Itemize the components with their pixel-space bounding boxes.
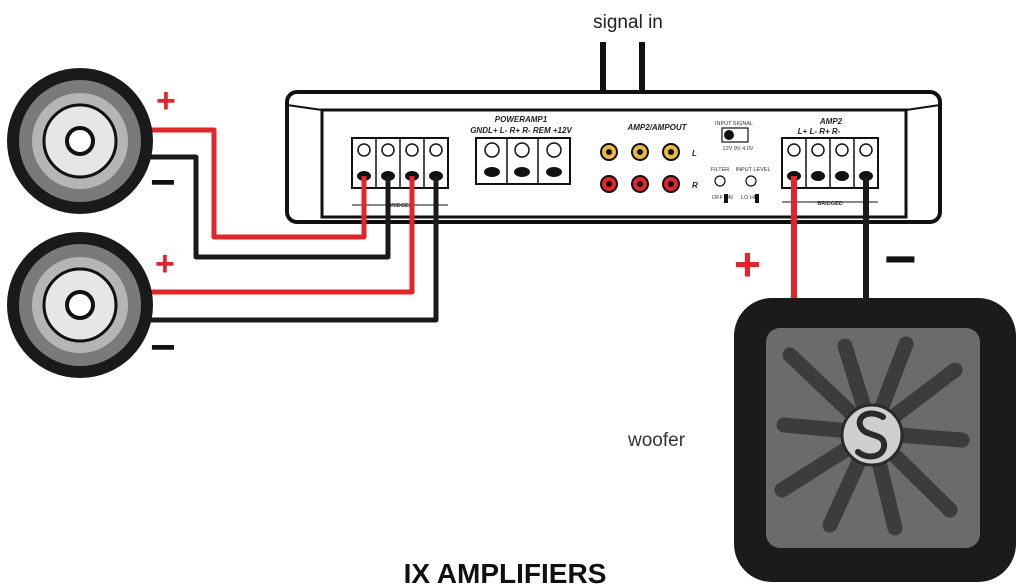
speaker1-positive-sign: + — [156, 82, 176, 120]
woofer-positive-sign: + — [734, 238, 761, 290]
switch-label: INPUT SIGNAL — [715, 121, 753, 127]
amp2-terminal-labels: L+ L- R+ R- — [798, 127, 841, 136]
rca-title: AMP2/AMPOUT — [626, 123, 687, 132]
toggle1-label: FILTER — [711, 167, 730, 173]
speaker2-positive-sign: + — [155, 245, 175, 283]
speaker2-wires — [150, 176, 439, 323]
woofer — [734, 298, 1016, 582]
speaker2-negative-sign: − — [150, 323, 176, 372]
power-amp-title: POWERAMP1 — [495, 115, 548, 124]
woofer-negative-sign: − — [884, 227, 917, 290]
s-logo-icon — [855, 410, 888, 460]
rca-right-label: R — [692, 181, 698, 190]
toggle1-options: OFF ON — [712, 195, 733, 201]
rca-jacks — [600, 143, 680, 193]
toggle2-options: LO HI — [741, 195, 756, 201]
speaker-1 — [7, 68, 153, 214]
terminal-block-1: BRIDGED — [351, 137, 449, 209]
power-terminal-labels: GNDL+ L- R+ R- REM +12V — [470, 126, 572, 135]
rca-left-label: L — [692, 149, 697, 158]
amp2-title: AMP2 — [819, 117, 843, 126]
signal-in-label: signal in — [593, 12, 663, 33]
toggle2-label: INPUT LEVEL — [735, 167, 770, 173]
speaker1-wires — [150, 127, 391, 260]
control-switches: INPUT SIGNAL 12V 9V 4.0V FILTER OFF ON I… — [711, 121, 771, 203]
switch-options: 12V 9V 4.0V — [723, 146, 754, 152]
speaker-2 — [7, 232, 153, 378]
bridged-label-1: BRIDGED — [387, 203, 412, 209]
woofer-wires — [791, 176, 869, 302]
bridged-label-2: BRIDGED — [817, 201, 842, 207]
speaker1-negative-sign: − — [150, 158, 176, 207]
page-title: IX AMPLIFIERS — [404, 558, 607, 587]
power-terminal-block — [475, 137, 571, 185]
woofer-label: woofer — [627, 430, 686, 451]
amplifier: BRIDGED POWERAMP1 GNDL+ L- R+ R- REM +12… — [285, 90, 942, 224]
terminal-block-2: BRIDGED — [781, 137, 879, 207]
